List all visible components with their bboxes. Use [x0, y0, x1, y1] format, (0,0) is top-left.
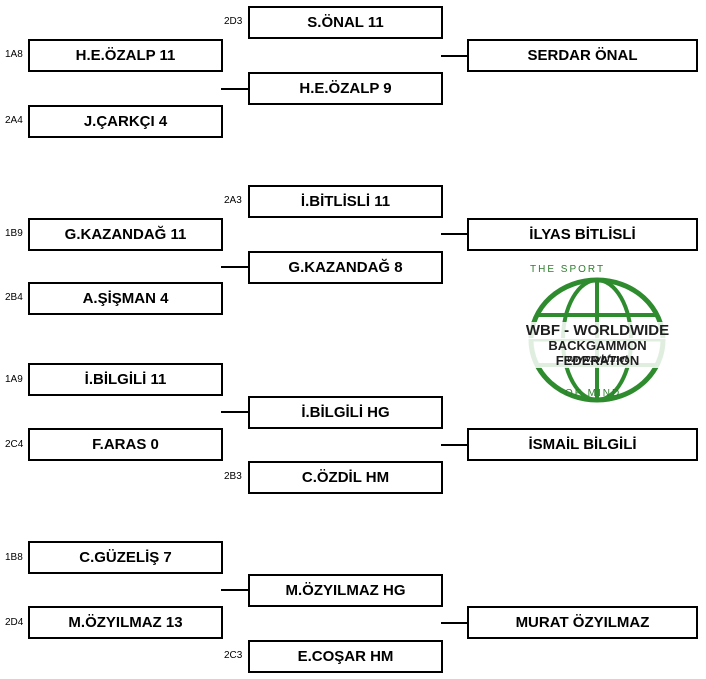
logo-top-text: THE SPORT [530, 264, 606, 275]
winner-box: MURAT ÖZYILMAZ [467, 606, 698, 639]
connector-line [441, 233, 467, 235]
seed-label: 2D4 [5, 617, 24, 628]
wbf-logo: THE SPORT WBF - WORLDWIDE BACKGAMMON FED… [510, 264, 685, 410]
match-box-r1-top: C.GÜZELİŞ 7 [28, 541, 223, 574]
logo-line-1: WBF - WORLDWIDE [510, 322, 685, 339]
winner-box: İLYAS BİTLİSLİ [467, 218, 698, 251]
seed-label: 2C4 [5, 439, 24, 450]
match-box-r1-bottom: J.ÇARKÇI 4 [28, 105, 223, 138]
logo-bottom-text: OF MIND [565, 388, 622, 399]
seed-label: 2A3 [224, 195, 242, 206]
match-box-r1-top: İ.BİLGİLİ 11 [28, 363, 223, 396]
seed-label: 1A9 [5, 374, 23, 385]
match-box-r2-top: S.ÖNAL 11 [248, 6, 443, 39]
seed-label: 1B9 [5, 228, 23, 239]
seed-label: 2D3 [224, 16, 243, 27]
match-box-r1-top: H.E.ÖZALP 11 [28, 39, 223, 72]
winner-box: İSMAİL BİLGİLİ [467, 428, 698, 461]
connector-line [441, 444, 467, 446]
seed-label: 2B4 [5, 292, 23, 303]
match-box-r1-bottom: F.ARAS 0 [28, 428, 223, 461]
connector-line [221, 411, 248, 413]
winner-box: SERDAR ÖNAL [467, 39, 698, 72]
connector-line [441, 55, 467, 57]
seed-label: 1A8 [5, 49, 23, 60]
match-box-r1-bottom: M.ÖZYILMAZ 13 [28, 606, 223, 639]
match-box-r1-bottom: A.ŞİŞMAN 4 [28, 282, 223, 315]
match-box-r2-top: İ.BİTLİSLİ 11 [248, 185, 443, 218]
logo-url: www.wbf.net [567, 354, 628, 365]
match-box-r2-bottom: C.ÖZDİL HM [248, 461, 443, 494]
match-box-r1-top: G.KAZANDAĞ 11 [28, 218, 223, 251]
connector-line [441, 622, 467, 624]
match-box-r2-top: M.ÖZYILMAZ HG [248, 574, 443, 607]
match-box-r2-bottom: H.E.ÖZALP 9 [248, 72, 443, 105]
match-box-r2-bottom: G.KAZANDAĞ 8 [248, 251, 443, 284]
connector-line [221, 589, 248, 591]
connector-line [221, 266, 248, 268]
match-box-r2-bottom: E.COŞAR HM [248, 640, 443, 673]
seed-label: 2A4 [5, 115, 23, 126]
match-box-r2-top: İ.BİLGİLİ HG [248, 396, 443, 429]
connector-line [221, 88, 248, 90]
seed-label: 2B3 [224, 471, 242, 482]
seed-label: 1B8 [5, 552, 23, 563]
seed-label: 2C3 [224, 650, 243, 661]
logo-line-2: BACKGAMMON FEDERATION [510, 338, 685, 368]
